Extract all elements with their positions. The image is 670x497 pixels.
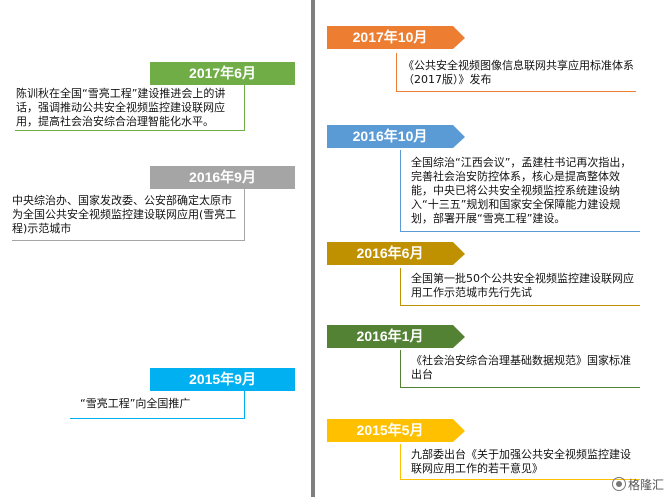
- date-tag: 2017年10月: [327, 26, 453, 49]
- event-description: 九部委出台《关于加强公共安全视频监控建设联网应用工作的若干意见》: [411, 448, 631, 475]
- watermark-text: 格隆汇: [627, 478, 664, 492]
- date-tag: 2015年5月: [327, 419, 453, 442]
- timeline-axis: [311, 0, 315, 497]
- date-tag: 2016年10月: [327, 125, 453, 148]
- event-description: 全国第一批50个公共安全视频监控建设联网应用工作示范城市先行先试: [411, 272, 634, 299]
- date-tag: 2016年6月: [327, 242, 453, 265]
- bracket-line: [15, 85, 245, 131]
- bracket-line: [400, 150, 640, 232]
- event-description: 全国综治“江西会议”，孟建柱书记再次指出，完善社会治安防控体系，核心是提高整体效…: [411, 156, 632, 225]
- bracket-line: [400, 268, 640, 306]
- bracket-line: [12, 189, 245, 241]
- watermark: 格隆汇: [611, 476, 664, 493]
- tag-arrow: [453, 125, 465, 148]
- event-description: “雪亮工程”向全国推广: [80, 397, 191, 410]
- event-description: 《公共安全视频图像信息联网共享应用标准体系（2017版）》发布: [403, 59, 634, 86]
- event-description: 《社会治安综合治理基础数据规范》国家标准出台: [411, 354, 631, 381]
- bracket-line: [400, 444, 640, 480]
- date-tag: 2017年6月: [150, 62, 295, 85]
- bracket-line: [400, 350, 640, 388]
- tag-arrow: [453, 26, 465, 49]
- date-tag: 2016年1月: [327, 325, 453, 348]
- bracket-line: [396, 53, 636, 92]
- logo-icon: [611, 477, 626, 491]
- tag-arrow: [453, 325, 465, 348]
- event-description: 中央综治办、国家发改委、公安部确定太原市为全国公共安全视频监控建设联网应用(雪亮…: [12, 194, 237, 235]
- date-tag: 2015年9月: [150, 368, 295, 391]
- event-description: 陈训秋在全国“雪亮工程”建设推进会上的讲话，强调推动公共安全视频监控建设联网应用…: [16, 87, 226, 128]
- tag-arrow: [453, 419, 465, 442]
- date-tag: 2016年9月: [150, 166, 295, 189]
- bracket-line: [70, 391, 245, 419]
- tag-arrow: [453, 242, 465, 265]
